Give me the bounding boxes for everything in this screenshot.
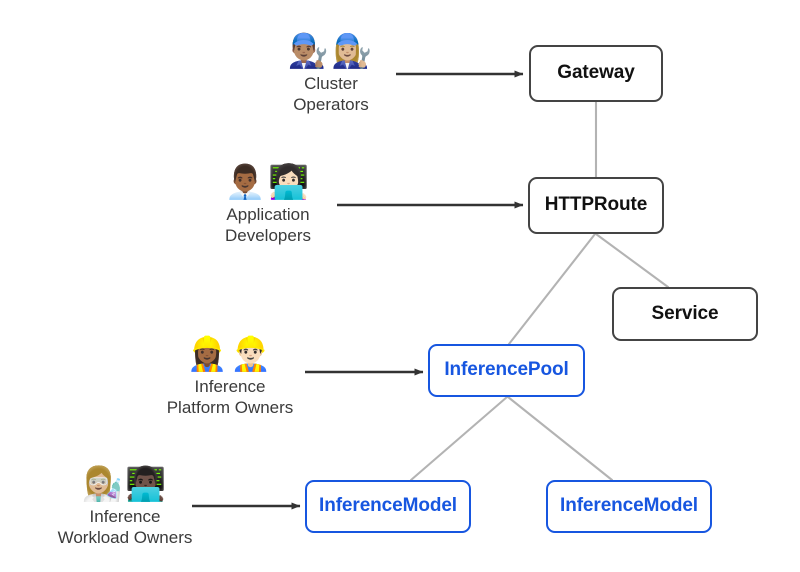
node-service[interactable]: Service <box>612 287 758 341</box>
inference-platform-owners-label: Inference Platform Owners <box>166 377 294 418</box>
man-technologist-icon: 👨🏿‍💻 <box>125 463 169 503</box>
persona-cluster-operators: 👨🏽‍🔧 👩🏼‍🔧 Cluster Operators <box>221 30 441 115</box>
persona-inference-workload-owners: 👩🏼‍🔬 👨🏿‍💻 Inference Workload Owners <box>15 463 235 548</box>
node-httproute[interactable]: HTTPRoute <box>528 177 664 234</box>
inference-workload-owners-emoji-group: 👩🏼‍🔬 👨🏿‍💻 <box>82 463 168 503</box>
node-inferencemodel-left[interactable]: InferenceModel <box>305 480 471 533</box>
cluster-operators-label: Cluster Operators <box>293 74 369 115</box>
cluster-operators-emoji-group: 👨🏽‍🔧 👩🏼‍🔧 <box>288 30 374 70</box>
man-construction-worker-icon: 👷🏻‍♂️ <box>230 333 274 373</box>
man-mechanic-icon: 👨🏽‍🔧 <box>287 30 331 70</box>
node-inferencepool-label: InferencePool <box>444 359 569 381</box>
inference-platform-owners-emoji-group: 👷🏾‍♀️ 👷🏻‍♂️ <box>187 333 273 373</box>
node-inferencemodel-right[interactable]: InferenceModel <box>546 480 712 533</box>
woman-construction-worker-icon: 👷🏾‍♀️ <box>186 333 230 373</box>
link-httproute-service <box>594 232 670 289</box>
link-inferencepool-inferencemodel-right <box>506 395 614 482</box>
woman-mechanic-icon: 👩🏼‍🔧 <box>331 30 375 70</box>
node-gateway-label: Gateway <box>557 62 635 84</box>
persona-inference-platform-owners: 👷🏾‍♀️ 👷🏻‍♂️ Inference Platform Owners <box>120 333 340 418</box>
woman-scientist-icon: 👩🏼‍🔬 <box>81 463 125 503</box>
node-inferencemodel-right-label: InferenceModel <box>560 495 698 517</box>
application-developers-emoji-group: 👨🏾‍💼 👩🏻‍💻 <box>225 161 311 201</box>
node-service-label: Service <box>651 302 719 324</box>
node-inferencepool[interactable]: InferencePool <box>428 344 585 397</box>
man-office-worker-icon: 👨🏾‍💼 <box>224 161 268 201</box>
node-inferencemodel-left-label: InferenceModel <box>319 495 457 517</box>
application-developers-label: Application Developers <box>225 205 311 246</box>
inference-workload-owners-label: Inference Workload Owners <box>57 507 193 548</box>
persona-application-developers: 👨🏾‍💼 👩🏻‍💻 Application Developers <box>158 161 378 246</box>
link-inferencepool-inferencemodel-left <box>409 395 509 482</box>
woman-technologist-icon: 👩🏻‍💻 <box>268 161 312 201</box>
link-httproute-inferencepool <box>507 232 597 346</box>
node-gateway[interactable]: Gateway <box>529 45 663 102</box>
node-httproute-label: HTTPRoute <box>544 194 648 216</box>
